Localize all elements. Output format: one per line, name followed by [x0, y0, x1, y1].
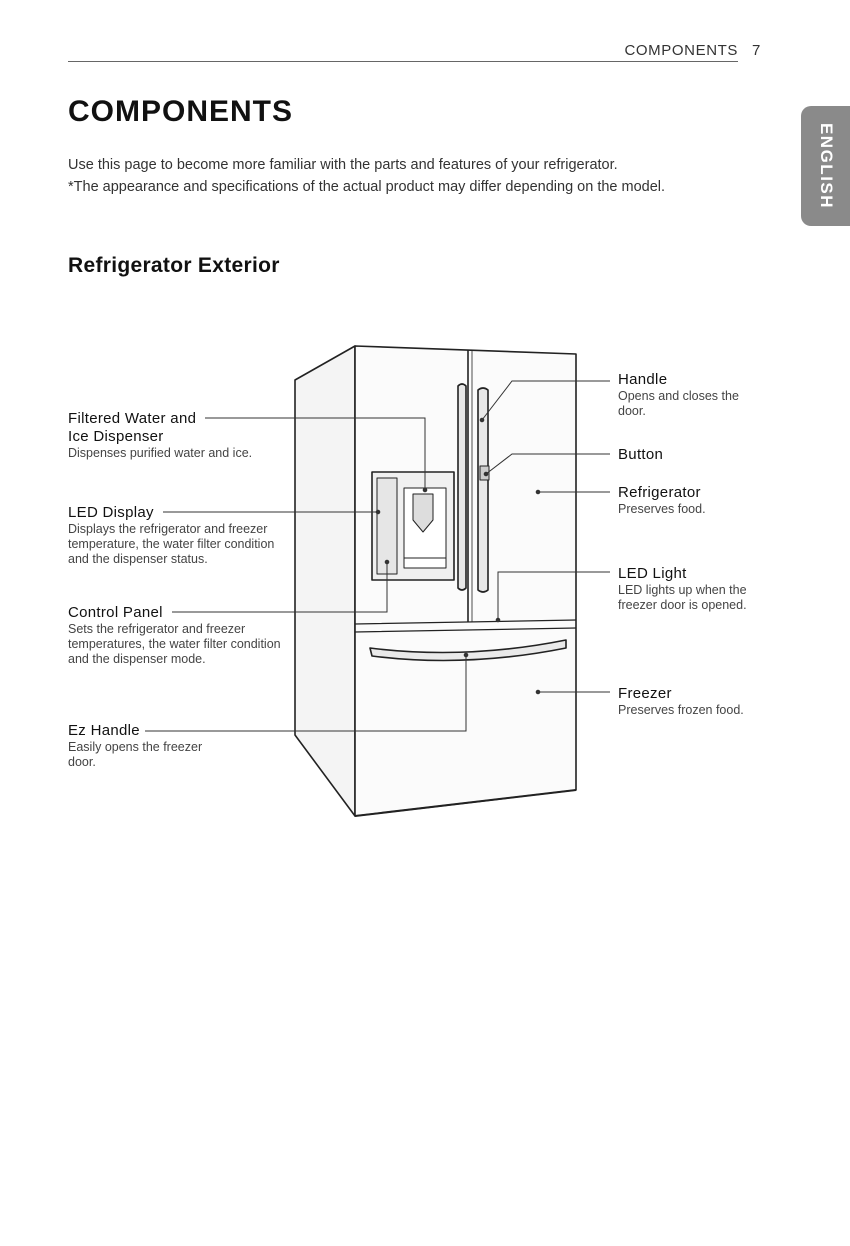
- filtered-water-name-1: Filtered Water and: [68, 410, 197, 427]
- ez-handle-name: Ez Handle: [68, 722, 140, 739]
- freezer-gap: [354, 619, 577, 633]
- intro-line-1: Use this page to become more familiar wi…: [68, 157, 618, 173]
- led-display-desc: Displays the refrigerator and freezer te…: [68, 522, 275, 566]
- led-display-panel: [376, 477, 398, 575]
- callout-button: Button: [618, 446, 743, 464]
- callout-filtered-water: Filtered Water and Ice Dispenser Dispens…: [68, 410, 288, 461]
- section-title: Refrigerator Exterior: [68, 254, 280, 277]
- handle-desc: Opens and closes the door.: [618, 389, 739, 418]
- header-rule: [68, 61, 738, 62]
- refrigerator-illustration: [294, 345, 577, 817]
- freezer-desc: Preserves frozen food.: [618, 703, 744, 717]
- control-panel-name: Control Panel: [68, 604, 163, 621]
- page-title: COMPONENTS: [68, 95, 294, 128]
- led-display-name: LED Display: [68, 504, 154, 521]
- freezer-ez-handle: [369, 639, 567, 662]
- filtered-water-name-2: Ice Dispenser: [68, 428, 164, 445]
- header-section-label: COMPONENTS: [624, 42, 738, 59]
- callout-ez-handle: Ez Handle Easily opens the freezer door.: [68, 722, 228, 770]
- fridge-side-panel: [294, 345, 356, 817]
- callout-control-panel: Control Panel Sets the refrigerator and …: [68, 604, 286, 667]
- callout-refrigerator: Refrigerator Preserves food.: [618, 484, 758, 517]
- led-light-name: LED Light: [618, 565, 687, 582]
- callout-led-display: LED Display Displays the refrigerator an…: [68, 504, 278, 567]
- language-tab: ENGLISH: [801, 106, 850, 226]
- control-panel-desc: Sets the refrigerator and freezer temper…: [68, 622, 281, 666]
- intro-line-2: *The appearance and specifications of th…: [68, 179, 666, 195]
- button-name: Button: [618, 446, 664, 463]
- ez-handle-desc: Easily opens the freezer door.: [68, 740, 203, 769]
- intro-text: Use this page to become more familiar wi…: [68, 154, 665, 198]
- fridge-base: [354, 789, 577, 817]
- leader-lines: [145, 380, 610, 732]
- handle-name: Handle: [618, 371, 668, 388]
- callout-handle: Handle Opens and closes the door.: [618, 371, 743, 419]
- right-door-handle: [477, 387, 489, 593]
- led-light-desc: LED lights up when the freezer door is o…: [618, 583, 747, 612]
- callout-freezer: Freezer Preserves frozen food.: [618, 685, 778, 718]
- refrigerator-name: Refrigerator: [618, 484, 701, 501]
- page-number: 7: [752, 42, 761, 59]
- callout-led-light: LED Light LED lights up when the freezer…: [618, 565, 778, 613]
- refrigerator-desc: Preserves food.: [618, 502, 706, 516]
- filtered-water-desc: Dispenses purified water and ice.: [68, 446, 253, 460]
- freezer-name: Freezer: [618, 685, 672, 702]
- left-door-handle: [457, 383, 467, 591]
- dispenser-nozzle: [412, 493, 434, 533]
